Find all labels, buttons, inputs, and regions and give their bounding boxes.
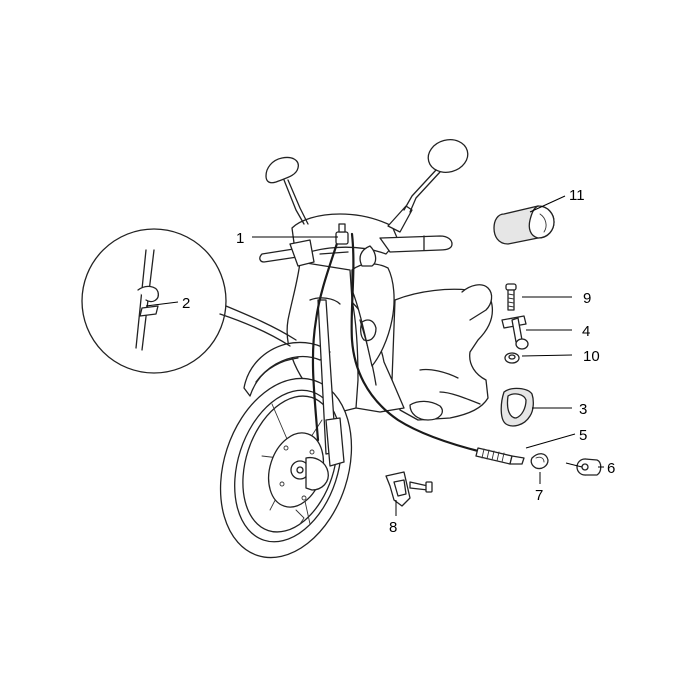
part-label-6: 6 (607, 460, 615, 477)
front-fork (317, 299, 345, 467)
leader-lines (145, 195, 604, 516)
part-3-band (500, 387, 534, 427)
part-9-screw (505, 283, 517, 311)
part-6-nut (576, 458, 602, 476)
part-8-clip (385, 471, 433, 507)
scooter-illustration (219, 139, 494, 559)
part-label-8: 8 (389, 519, 397, 536)
part-label-10: 10 (583, 348, 600, 365)
cable-threaded-end (475, 447, 525, 465)
part-label-3: 3 (579, 401, 587, 418)
inset-detail (81, 228, 297, 374)
part-label-5: 5 (579, 427, 587, 444)
mirror-left (265, 156, 309, 225)
part-10-nut (504, 352, 520, 364)
part-label-4: 4 (582, 323, 590, 340)
part-7-ring (530, 453, 549, 470)
speedometer-cable (311, 232, 525, 465)
part-11-sleeve (493, 205, 555, 245)
handlebar-assembly (259, 205, 453, 267)
part-label-11: 11 (569, 187, 585, 204)
mirror-right (403, 139, 469, 213)
part-number-labels: 1 2 3 4 5 6 7 8 9 10 11 (182, 187, 615, 536)
part-label-1: 1 (236, 230, 244, 247)
part-label-2: 2 (182, 295, 190, 312)
part-4-clamp (501, 315, 529, 350)
part-label-7: 7 (535, 487, 543, 504)
part-label-9: 9 (583, 290, 591, 307)
front-wheel (219, 377, 353, 559)
rear-body (391, 284, 494, 421)
part-1-cable-fitting (335, 223, 349, 245)
